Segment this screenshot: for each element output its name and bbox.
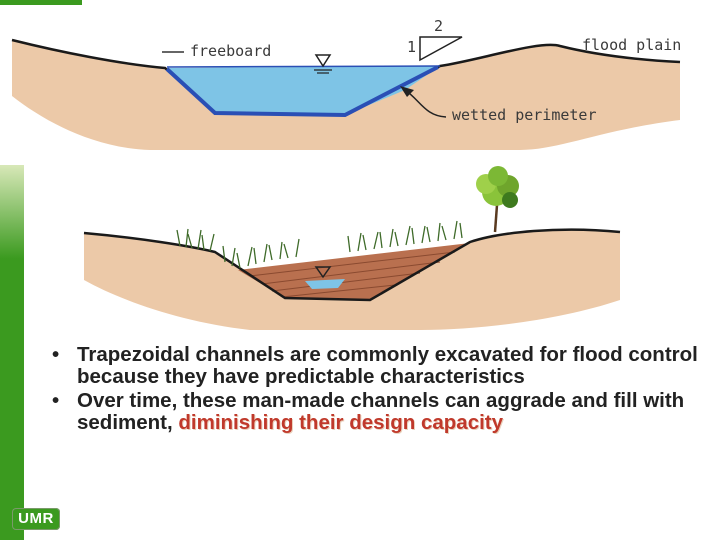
slope-triangle <box>419 36 463 62</box>
grass-vegetation <box>176 220 463 269</box>
slope-rise-label: 1 <box>407 38 417 56</box>
side-accent-bar <box>0 165 24 540</box>
bullet-highlight: diminishing their design capacity <box>178 411 504 434</box>
slope-run-label: 2 <box>434 17 444 35</box>
bullet-dot: • <box>52 389 60 412</box>
wetted-perimeter-label: wetted perimeter <box>452 106 597 124</box>
water-level-symbol <box>314 54 332 74</box>
bullet-item-2: • Over time, these man-made channels can… <box>44 390 714 434</box>
channel-diagrams <box>11 36 681 330</box>
bullet-list: • Trapezoidal channels are commonly exca… <box>44 344 714 436</box>
bullet-text-1: Trapezoidal channels are commonly excava… <box>77 343 698 388</box>
trapezoidal-channel-diagram <box>11 36 681 150</box>
water-surface-line <box>166 65 441 68</box>
top-accent-bar <box>0 0 82 5</box>
bullet-dot: • <box>52 343 60 366</box>
sediment-layers <box>249 251 456 298</box>
bullet-text-2: Over time, these man-made channels can a… <box>77 389 685 434</box>
freeboard-label: freeboard <box>190 42 272 60</box>
bullet-item-1: • Trapezoidal channels are commonly exca… <box>44 344 714 388</box>
water-level-symbol-bottom <box>314 266 332 279</box>
flood-plain-label: flood plain <box>582 36 682 54</box>
channel-bed-line <box>11 38 681 117</box>
wetted-perimeter-arrow <box>400 86 447 118</box>
aggraded-channel-diagram <box>83 166 621 330</box>
wetted-perimeter-line <box>165 65 439 118</box>
tree <box>476 166 519 233</box>
umr-logo: UMR <box>12 508 60 530</box>
channel-bed-line-bottom <box>83 228 621 302</box>
residual-water <box>305 279 345 289</box>
